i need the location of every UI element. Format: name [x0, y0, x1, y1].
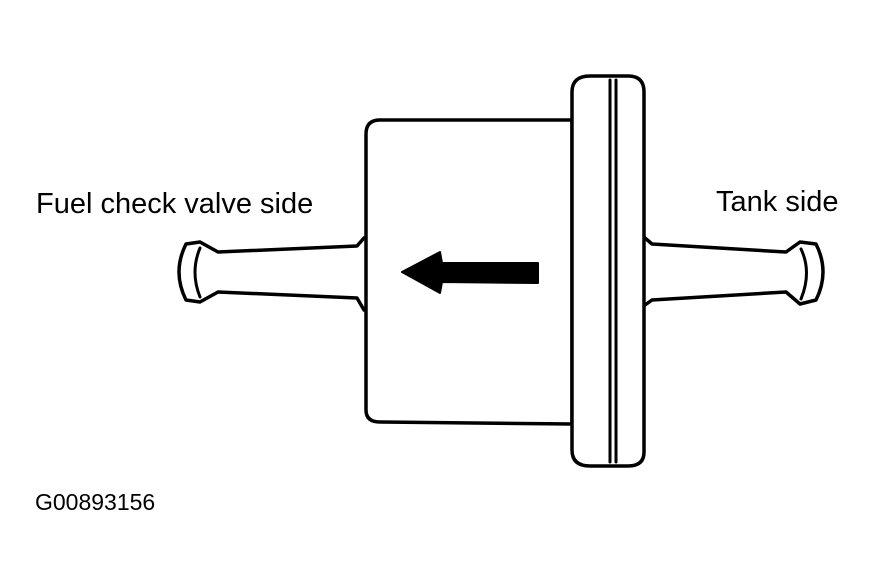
- right-nipple-inner-ridge: [799, 247, 808, 301]
- left-nipple-inner-ridge: [193, 246, 202, 299]
- filter-flange: [570, 74, 646, 468]
- fuel-filter-icon: [177, 74, 825, 468]
- left-nipple: [177, 236, 366, 312]
- fuel-check-valve-side-label: Fuel check valve side: [36, 188, 314, 220]
- flow-arrow-icon: [401, 251, 539, 294]
- tank-side-label: Tank side: [716, 186, 839, 218]
- figure-id-label: G00893156: [35, 489, 156, 515]
- right-nipple: [636, 230, 825, 312]
